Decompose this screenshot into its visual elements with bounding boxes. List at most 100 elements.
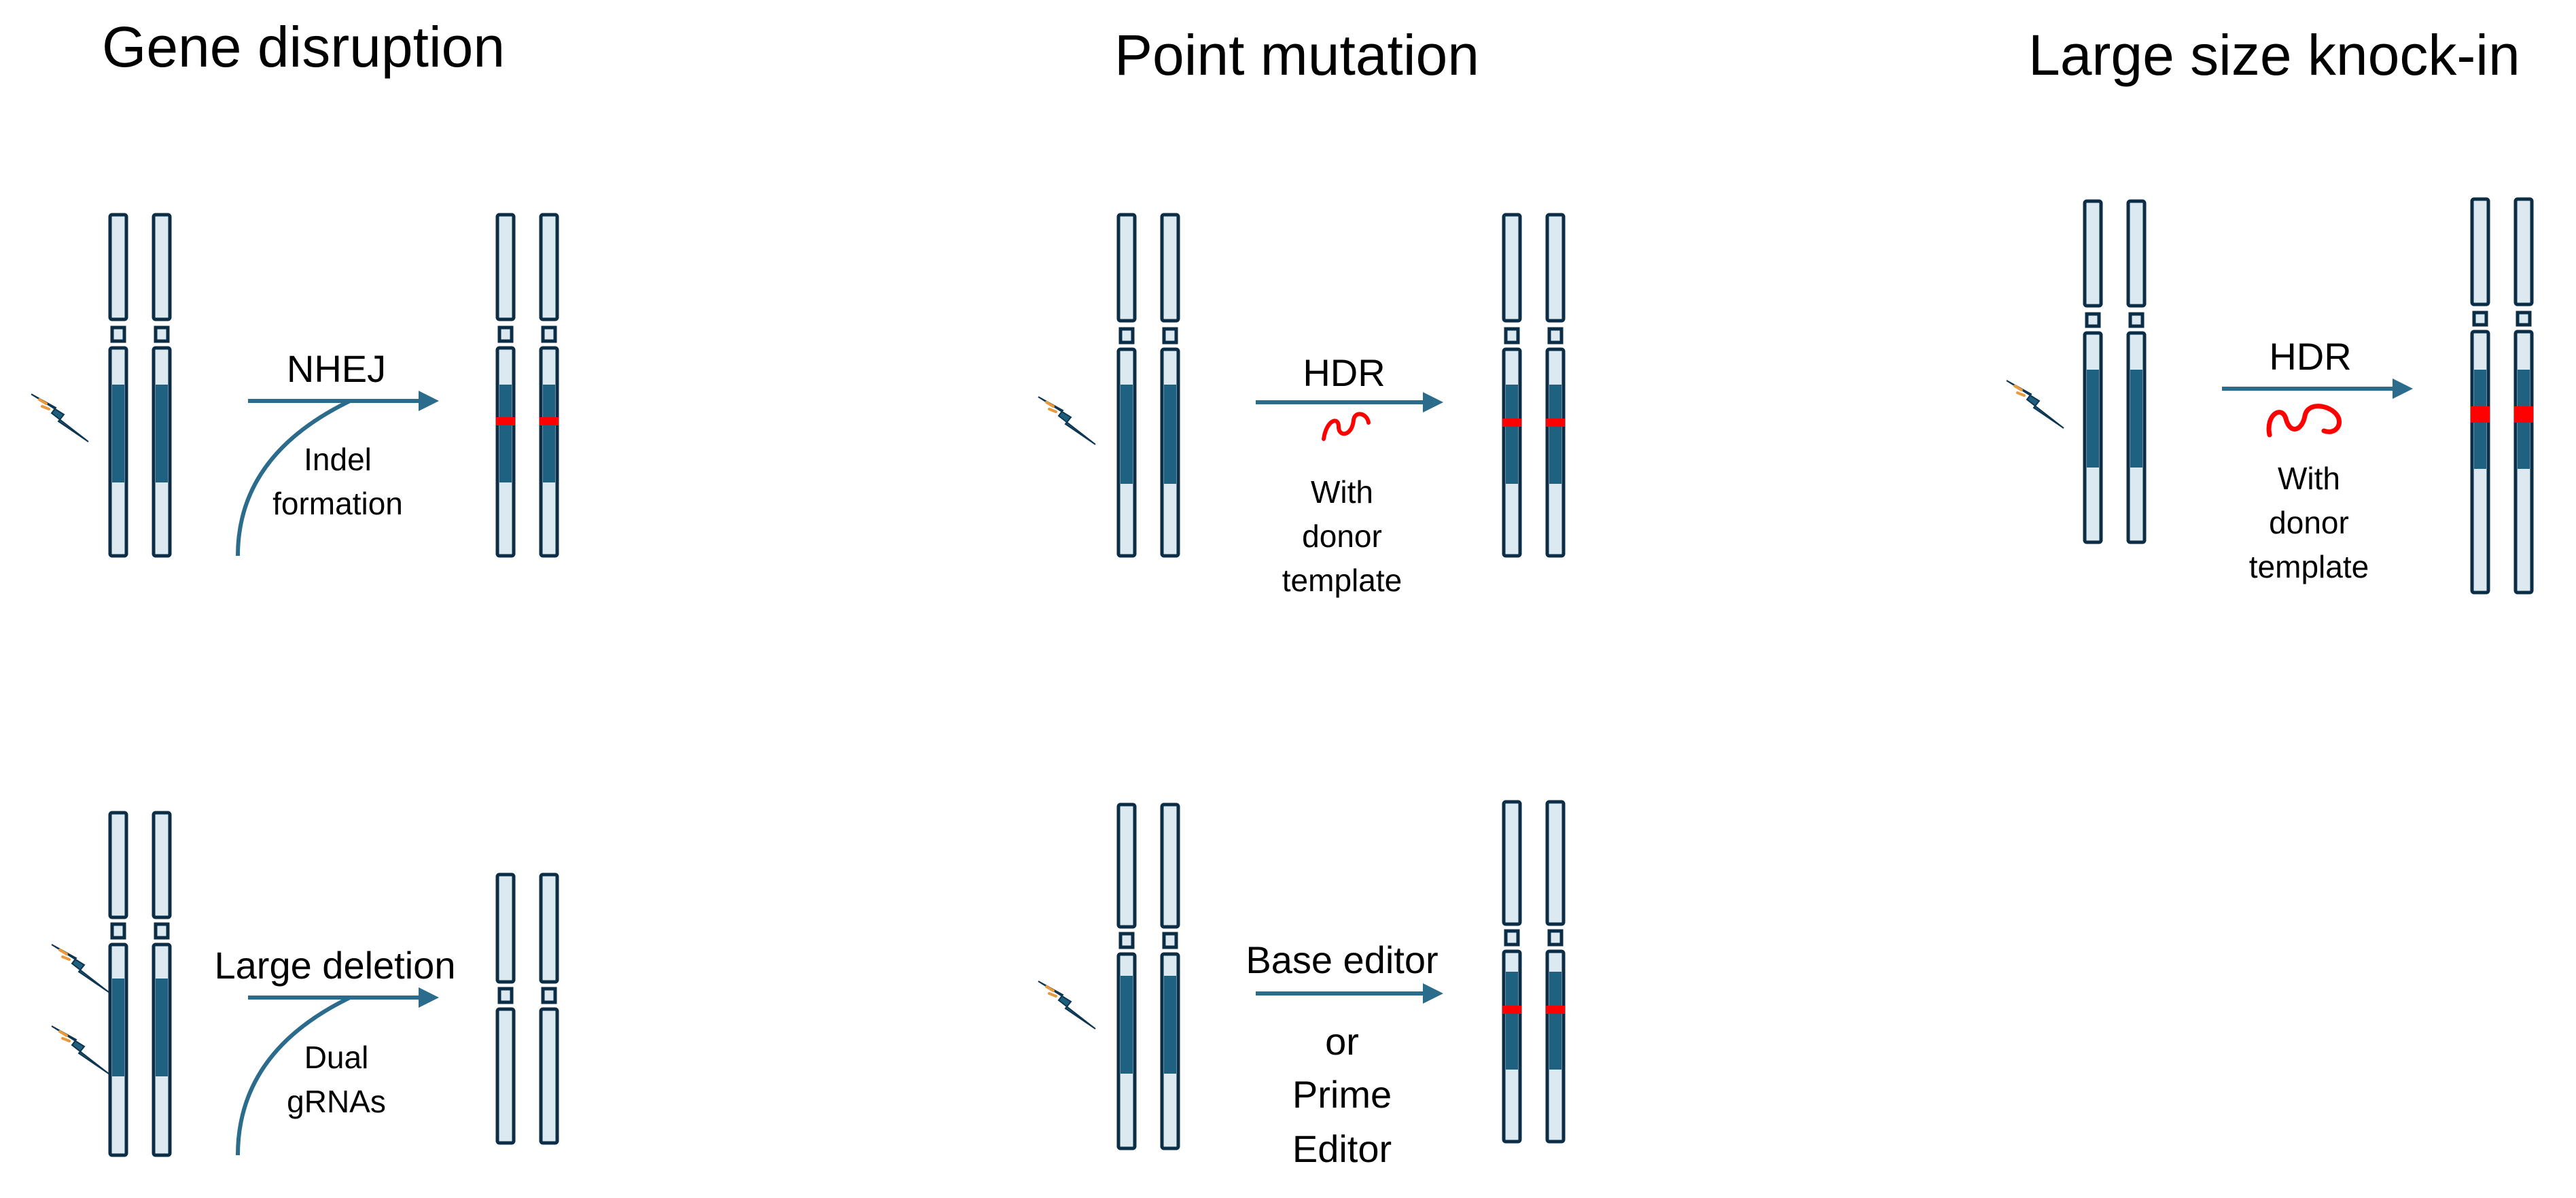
chromosome-centromere bbox=[497, 987, 514, 1004]
lightning-bolt-icon bbox=[2006, 380, 2064, 429]
chromosome bbox=[1502, 213, 1522, 558]
chromosome bbox=[152, 213, 172, 558]
chromosome-band bbox=[1549, 385, 1562, 484]
chromosome bbox=[108, 213, 128, 558]
chromosome-centromere bbox=[497, 325, 514, 343]
chromosome-top-arm bbox=[1502, 213, 1522, 323]
bolt-spark bbox=[2013, 385, 2026, 397]
chromosome-band bbox=[1121, 385, 1133, 484]
editor-line2: or bbox=[1325, 1020, 1359, 1063]
chromosome-centromere bbox=[1504, 929, 1520, 947]
chromosome-centromere bbox=[2516, 311, 2532, 327]
chromosome-top-arm bbox=[1116, 213, 1137, 323]
chromosome-centromere bbox=[1162, 932, 1178, 949]
ki-hdr-note-line3: template bbox=[2249, 549, 2369, 584]
chromosome bbox=[1116, 803, 1137, 1150]
bolt-shape bbox=[31, 393, 89, 442]
bolt-spark bbox=[1045, 401, 1057, 413]
edit-mark bbox=[1546, 419, 1565, 427]
chromosome-top-arm bbox=[539, 873, 559, 984]
chromosome-top-arm bbox=[1116, 803, 1137, 929]
large-deletion-note-line1: Dual bbox=[304, 1040, 369, 1075]
chromosome-centromere bbox=[110, 922, 126, 940]
chromosome-top-arm bbox=[108, 811, 128, 919]
chromosome-top-arm bbox=[1545, 213, 1566, 323]
chromosome-top-arm bbox=[108, 213, 128, 321]
ki-hdr-label: HDR bbox=[2269, 335, 2351, 378]
bolt-shape bbox=[51, 944, 109, 993]
chromosome-centromere bbox=[154, 325, 170, 343]
editor-line3: Prime bbox=[1292, 1073, 1392, 1116]
chromosome-band bbox=[543, 385, 555, 482]
chromosome-top-arm bbox=[2470, 197, 2490, 306]
chromosome bbox=[2083, 199, 2103, 544]
chromosome-bottom-arm bbox=[495, 1007, 516, 1145]
chromosome bbox=[2470, 197, 2490, 595]
bolt-spark bbox=[38, 398, 50, 410]
chromosome-centromere bbox=[1547, 929, 1564, 947]
pm-hdr-label: HDR bbox=[1303, 351, 1385, 394]
large-deletion-branch-curve bbox=[236, 996, 351, 1156]
nhej-label: NHEJ bbox=[287, 347, 386, 390]
chromosome bbox=[1545, 213, 1566, 558]
bolt-shape bbox=[2006, 380, 2064, 429]
chromosome-top-arm bbox=[152, 213, 172, 321]
chromosome-centromere bbox=[541, 325, 557, 343]
chromosome bbox=[2126, 199, 2147, 544]
donor-template-icon bbox=[1322, 412, 1371, 441]
chromosome-band bbox=[499, 385, 512, 482]
bolt-spark bbox=[58, 1030, 71, 1042]
chromosome bbox=[2513, 197, 2534, 595]
chromosome-top-arm bbox=[1160, 213, 1180, 323]
ki-hdr-note-line2: donor bbox=[2269, 505, 2349, 540]
panel-title-point-mutation: Point mutation bbox=[1114, 23, 1479, 87]
bolt-shape bbox=[51, 1025, 109, 1074]
nhej-note-line2: formation bbox=[272, 486, 403, 521]
edit-mark bbox=[1502, 1006, 1521, 1014]
chromosome-centromere bbox=[1504, 327, 1520, 345]
chromosome-band bbox=[1549, 972, 1562, 1070]
editor-line4: Editor bbox=[1292, 1127, 1392, 1170]
chromosome-band bbox=[112, 385, 124, 482]
bolt-spark bbox=[58, 949, 71, 961]
chromosome-band bbox=[1121, 976, 1133, 1074]
large-deletion-note-line2: gRNAs bbox=[287, 1084, 386, 1119]
chromosome-band bbox=[2087, 370, 2099, 468]
large-deletion-label: Large deletion bbox=[215, 944, 456, 987]
chromosome-centromere bbox=[154, 922, 170, 940]
panel-title-large-knock-in: Large size knock-in bbox=[2028, 23, 2520, 87]
donor-template-icon bbox=[2266, 404, 2342, 438]
bolt-shape bbox=[1038, 981, 1096, 1029]
chromosome-top-arm bbox=[1545, 800, 1566, 926]
edit-mark bbox=[1546, 1006, 1565, 1014]
chromosome-centromere bbox=[1547, 327, 1564, 345]
pm-hdr-note-line2: donor bbox=[1302, 518, 1382, 554]
lightning-bolt-icon bbox=[31, 393, 89, 442]
chromosome-centromere bbox=[110, 325, 126, 343]
chromosome bbox=[152, 811, 172, 1157]
chromosome-band bbox=[156, 979, 168, 1076]
panel-title-gene-disruption: Gene disruption bbox=[102, 15, 505, 79]
chromosome bbox=[495, 213, 516, 558]
pm-hdr-note-line3: template bbox=[1282, 563, 1402, 598]
chromosome-bottom-arm bbox=[539, 1007, 559, 1145]
chromosome bbox=[495, 873, 516, 1145]
chromosome bbox=[1502, 800, 1522, 1144]
chromosome-group bbox=[108, 197, 2534, 1157]
chromosome bbox=[1160, 213, 1180, 558]
chromosome-top-arm bbox=[2083, 199, 2103, 308]
chromosome-centromere bbox=[1118, 327, 1135, 345]
chromosome-top-arm bbox=[495, 213, 516, 321]
chromosome-band bbox=[112, 979, 124, 1076]
edit-mark bbox=[2471, 406, 2490, 423]
chromosome-band bbox=[156, 385, 168, 482]
edit-mark bbox=[1502, 419, 1521, 427]
chromosome-top-arm bbox=[1160, 803, 1180, 929]
chromosome-centromere bbox=[1118, 932, 1135, 949]
chromosome-band bbox=[1164, 976, 1176, 1074]
chromosome-top-arm bbox=[152, 811, 172, 919]
chromosome-top-arm bbox=[539, 213, 559, 321]
pm-hdr-note-line1: With bbox=[1311, 474, 1373, 510]
lightning-bolt-icon bbox=[1038, 396, 1096, 445]
